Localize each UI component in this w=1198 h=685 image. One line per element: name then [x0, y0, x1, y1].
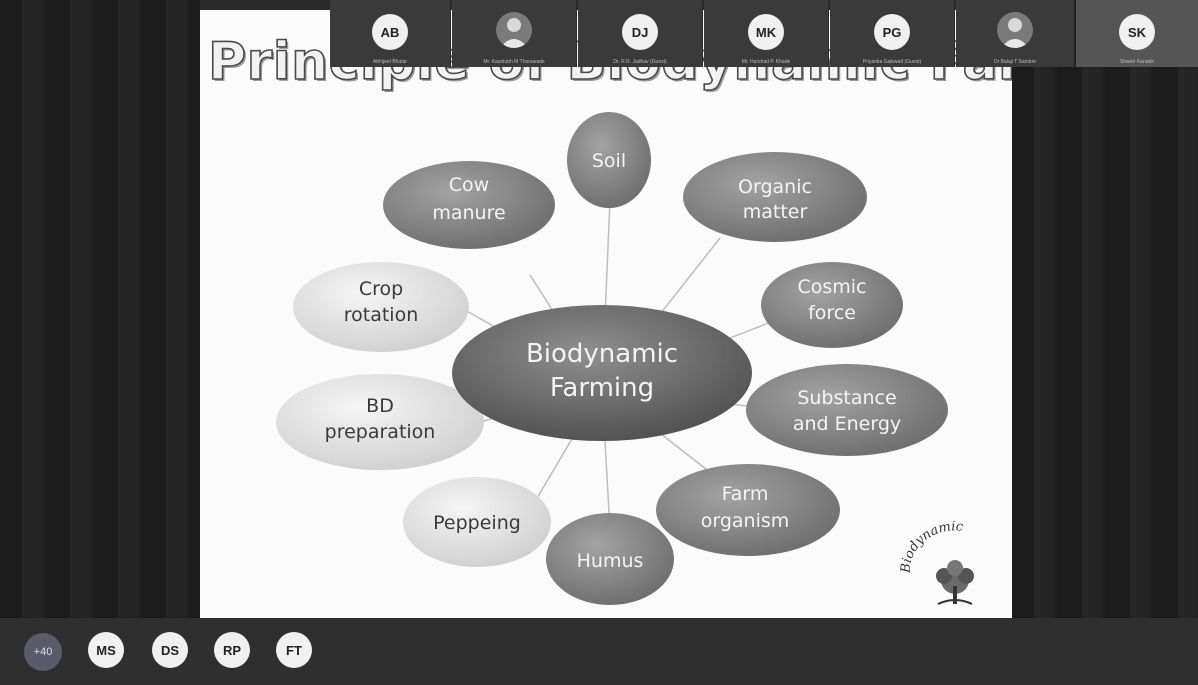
node-bd-preparation: BD preparation: [276, 374, 484, 470]
node-humus: Humus: [546, 513, 674, 605]
svg-text:Organic: Organic: [738, 176, 812, 198]
participant-tile-sk[interactable]: SK Shwetr Kanade: [1076, 0, 1198, 67]
participant-tile-pg[interactable]: PG Priyanka Gaikwad (Guest): [830, 0, 955, 67]
biodynamic-logo: Biodynamic: [900, 519, 974, 605]
svg-text:Crop: Crop: [359, 278, 403, 300]
svg-text:manure: manure: [432, 202, 505, 224]
svg-text:Peppeing: Peppeing: [433, 512, 521, 534]
svg-text:organism: organism: [701, 510, 790, 532]
svg-text:rotation: rotation: [344, 304, 419, 326]
svg-text:Farm: Farm: [722, 483, 769, 505]
participant-tile-mk[interactable]: MK Mr. Harshad P. Khade: [704, 0, 829, 67]
participant-avatar-rp[interactable]: RP: [214, 632, 250, 668]
node-crop-rotation: Crop rotation: [293, 262, 469, 352]
svg-text:preparation: preparation: [325, 421, 436, 443]
svg-text:matter: matter: [743, 201, 808, 223]
node-organic-matter: Organic matter: [683, 152, 867, 242]
participant-name: Dr Balaji T Sambre: [993, 59, 1037, 65]
node-cosmic-force: Cosmic force: [761, 262, 903, 348]
presentation-slide: Principle of Biodynamic Farming: [200, 10, 1012, 618]
node-farm-organism: Farm organism: [656, 464, 840, 556]
svg-text:Biodynamic: Biodynamic: [526, 339, 678, 369]
node-cow-manure: Cow manure: [383, 161, 555, 249]
participant-tile-ab[interactable]: AB Abhijeet Bhutar: [330, 0, 451, 67]
participant-avatar-pg: PG: [874, 14, 910, 50]
svg-text:Cosmic: Cosmic: [797, 276, 866, 298]
participant-avatar-ds[interactable]: DS: [152, 632, 188, 668]
participant-avatar-ab: AB: [372, 14, 408, 50]
svg-text:Soil: Soil: [592, 150, 626, 172]
svg-text:Cow: Cow: [449, 174, 489, 196]
svg-text:Substance: Substance: [797, 387, 896, 409]
svg-text:BD: BD: [366, 395, 394, 417]
person-icon: [500, 18, 528, 48]
participant-name: Mr. Harshad P. Khade: [741, 59, 791, 65]
participant-name: Priyanka Gaikwad (Guest): [862, 59, 922, 65]
shared-screen-left-panel: [0, 0, 200, 620]
svg-text:Farming: Farming: [550, 373, 654, 403]
node-substance-energy: Substance and Energy: [746, 364, 948, 456]
shared-screen-right-panel: [1012, 0, 1198, 620]
node-soil: Soil: [567, 112, 651, 208]
person-icon: [1001, 18, 1029, 48]
participant-avatar-dj: DJ: [622, 14, 658, 50]
participant-avatar-ms[interactable]: MS: [88, 632, 124, 668]
participant-name: Abhijeet Bhutar: [372, 59, 408, 65]
svg-text:Humus: Humus: [577, 550, 644, 572]
participant-name: Mr. Kaustubh M Thorawade: [483, 59, 545, 65]
node-center: Biodynamic Farming: [452, 305, 752, 441]
participant-tile-balaji[interactable]: Dr Balaji T Sambre: [956, 0, 1075, 67]
biodynamic-diagram: Soil Organic matter Cosmic force Substan…: [276, 112, 948, 605]
svg-text:force: force: [808, 302, 856, 324]
node-peppeing: Peppeing: [403, 477, 551, 567]
participant-avatar-sk: SK: [1119, 14, 1155, 50]
participant-tile-dj[interactable]: DJ Dr. R.R. Jadhav (Guest): [578, 0, 703, 67]
more-participants-button[interactable]: +40: [24, 633, 62, 671]
participant-avatar-mk: MK: [748, 14, 784, 50]
participant-name: Dr. R.R. Jadhav (Guest): [613, 59, 667, 65]
participant-photo: [997, 12, 1033, 48]
participant-tile-kaustubh[interactable]: Mr. Kaustubh M Thorawade: [452, 0, 577, 67]
participant-avatar-ft[interactable]: FT: [276, 632, 312, 668]
participants-bar: [0, 618, 1198, 685]
participant-photo: [496, 12, 532, 48]
svg-text:and Energy: and Energy: [793, 413, 901, 435]
participant-name: Shwetr Kanade: [1119, 59, 1155, 65]
